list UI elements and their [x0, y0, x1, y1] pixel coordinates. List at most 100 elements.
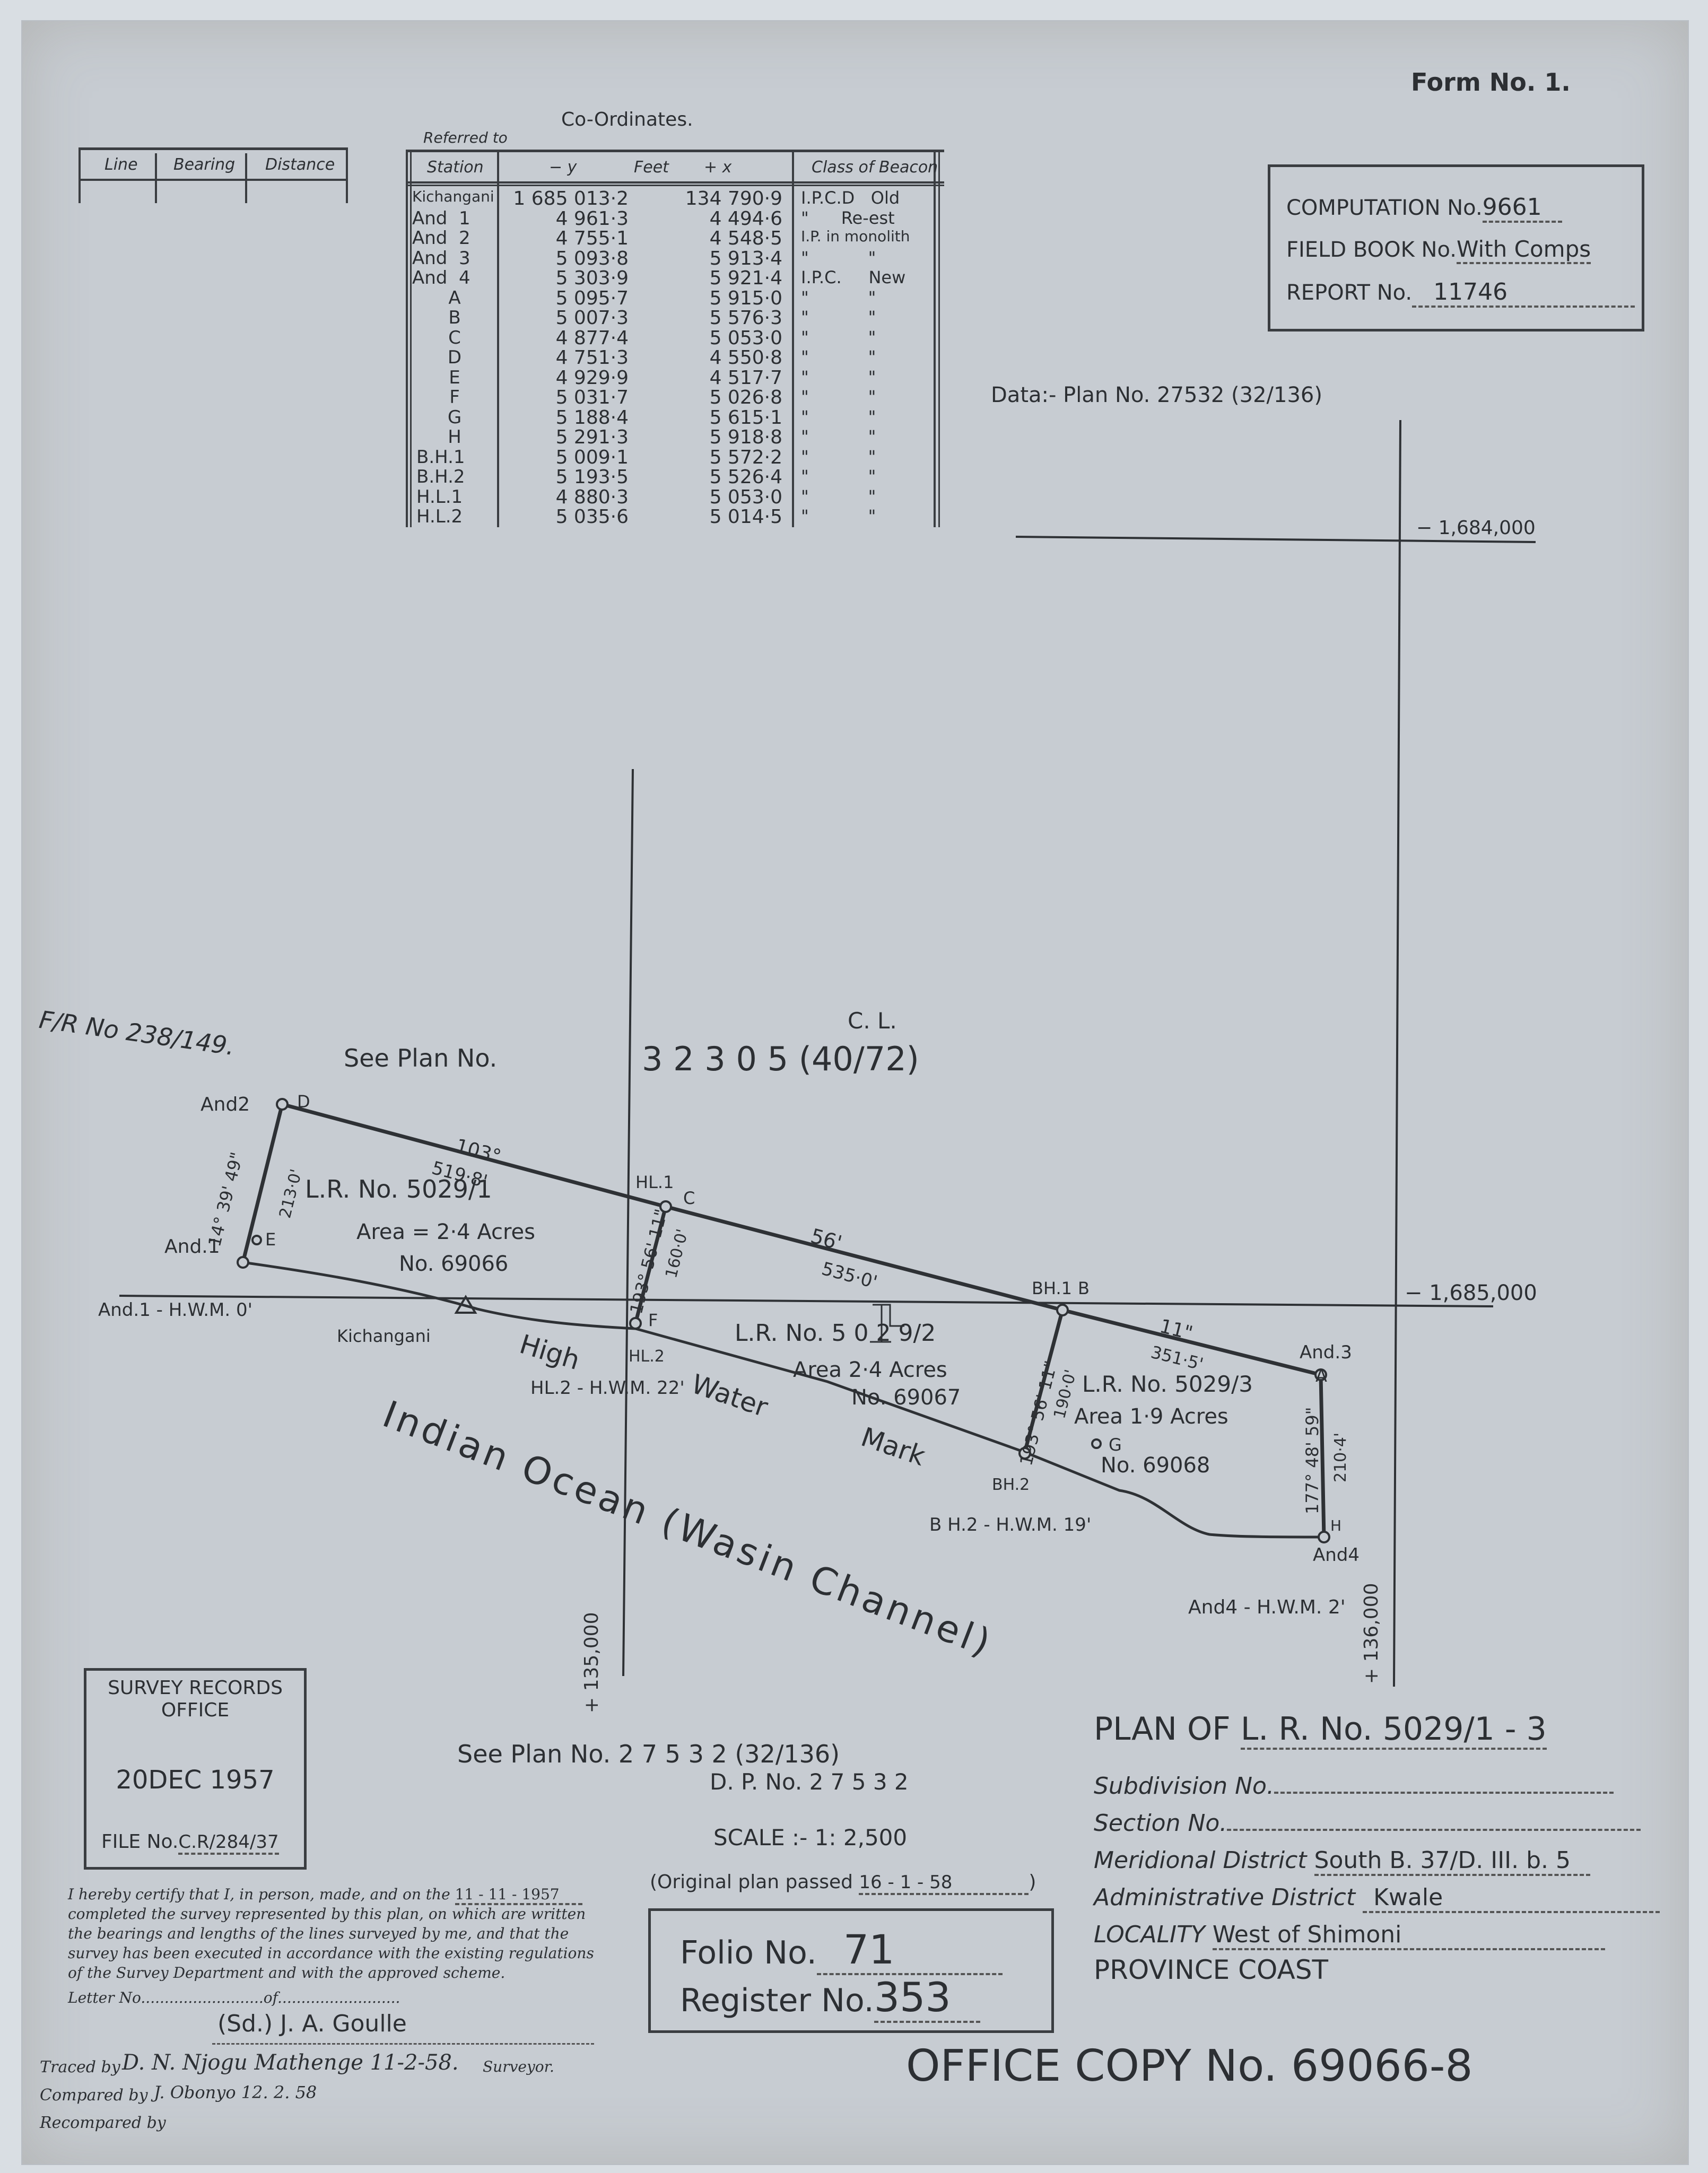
- label-a: A: [1315, 1366, 1327, 1386]
- coord-cell-beacon: " ": [801, 307, 876, 327]
- parcel1-number: No. 69066: [399, 1252, 509, 1276]
- coord-cell-beacon: " ": [801, 327, 876, 347]
- stamp-date: 20DEC 1957: [116, 1765, 275, 1795]
- coord-cell-y: 5 291·3: [555, 426, 629, 448]
- cert-text5: of the Survey Department and with the ap…: [68, 1964, 506, 1982]
- coord-cell-station: D: [447, 347, 462, 368]
- coord-cell-y: 5 193·5: [555, 466, 629, 488]
- locality-value: West of Shimoni: [1212, 1921, 1605, 1950]
- coord-cell-x: 5 526·4: [709, 466, 782, 488]
- meridional-value: South B. 37/D. III. b. 5: [1314, 1847, 1590, 1876]
- locality-label: LOCALITY: [1094, 1921, 1205, 1948]
- register-label: Register No.: [680, 1982, 874, 2019]
- coord-cell-x: 5 918·8: [709, 426, 782, 448]
- coord-cell-beacon: " ": [801, 287, 876, 308]
- coord-cell-y: 4 877·4: [555, 327, 629, 349]
- coordinates-table: Station − y Feet + x Class of Beacon Kic…: [406, 150, 944, 528]
- bh2-hwm: B H.2 - H.W.M. 19': [929, 1514, 1092, 1535]
- close-paren: ): [1029, 1871, 1036, 1893]
- coord-cell-station: B.H.2: [416, 466, 465, 487]
- parcel1-lr: L.R. No. 5029/1: [305, 1175, 492, 1203]
- label-e: E: [265, 1229, 276, 1250]
- see-plan-bottom: See Plan No. 2 7 5 3 2 (32/136): [457, 1740, 840, 1768]
- computation-label: COMPUTATION No.: [1286, 196, 1483, 220]
- parcel3-number: No. 69068: [1101, 1453, 1210, 1478]
- subdivision-label: Subdivision No.: [1094, 1773, 1274, 1800]
- grid-label-y2: − 1,685,000: [1405, 1281, 1537, 1305]
- coord-cell-station: H.L.1: [416, 486, 463, 508]
- kichangani-trig: [454, 1295, 477, 1314]
- coord-cell-x: 4 550·8: [709, 347, 782, 369]
- coord-cell-beacon: " ": [801, 406, 876, 427]
- section-label: Section No.: [1094, 1810, 1227, 1837]
- coord-header-feet: Feet: [634, 158, 669, 177]
- original-plan-date: 16 - 1 - 58: [859, 1872, 1029, 1895]
- coord-cell-y: 1 685 013·2: [513, 188, 629, 210]
- meridional-label: Meridional District: [1094, 1847, 1307, 1874]
- and1-hwm: And.1 - H.W.M. 0': [98, 1299, 252, 1321]
- coord-header-y: − y: [549, 158, 577, 177]
- label-and1: And.1: [164, 1236, 220, 1258]
- label-kichangani: Kichangani: [337, 1326, 431, 1346]
- cert-text3: the bearings and lengths of the lines su…: [68, 1925, 569, 1942]
- coord-cell-beacon: " ": [801, 446, 876, 467]
- coord-cell-x: 5 014·5: [709, 506, 782, 528]
- coord-cell-y: 5 009·1: [555, 446, 629, 468]
- station-e: [251, 1235, 262, 1245]
- grid-line-136000: [1393, 420, 1401, 1687]
- compared-by-label: Compared by: [40, 2086, 148, 2105]
- coord-cell-x: 5 572·2: [709, 446, 782, 468]
- label-h: H: [1330, 1517, 1342, 1534]
- grid-line-135000: [622, 769, 634, 1677]
- grid-label-x2: + 136,000: [1361, 1583, 1382, 1684]
- admin-district-label: Administrative District: [1094, 1884, 1356, 1911]
- parcel2-area: Area 2·4 Acres: [793, 1358, 947, 1382]
- coord-cell-station: F: [449, 387, 460, 408]
- coord-cell-station: C: [448, 327, 461, 348]
- coord-cell-x: 5 053·0: [709, 327, 782, 349]
- parcel1-area: Area = 2·4 Acres: [356, 1220, 535, 1244]
- computation-box: COMPUTATION No.9661 FIELD BOOK No.With C…: [1268, 164, 1644, 331]
- coord-cell-station: G: [447, 406, 462, 428]
- station-d: [276, 1098, 289, 1111]
- coord-cell-y: 4 751·3: [555, 347, 629, 369]
- coord-cell-x: 5 026·8: [709, 387, 782, 408]
- coord-cell-beacon: " ": [801, 426, 876, 447]
- coord-cell-station: H: [448, 426, 461, 448]
- coord-cell-beacon: " Re-est: [801, 207, 895, 228]
- traced-by-label: Traced by: [40, 2058, 120, 2076]
- dp-number: D. P. No. 2 7 5 3 2: [710, 1769, 909, 1795]
- computation-value: 9661: [1482, 194, 1562, 223]
- compared-by-value: J. Obonyo 12. 2. 58: [154, 2082, 317, 2102]
- surveyor-label: Surveyor.: [483, 2058, 554, 2075]
- coord-cell-x: 4 548·5: [709, 228, 782, 249]
- coord-cell-beacon: " ": [801, 247, 876, 268]
- admin-district-value: Kwale: [1363, 1884, 1660, 1913]
- station-c: [659, 1200, 672, 1213]
- coord-cell-station: And 2: [412, 228, 470, 249]
- stamp-line1: SURVEY RECORDS: [108, 1677, 283, 1699]
- folio-box: Folio No.71 Register No.353: [648, 1908, 1054, 2033]
- grid-line-1685000: [119, 1295, 1494, 1307]
- station-b: [1056, 1304, 1069, 1316]
- coord-row: C 4 877·4 5 053·0 " ": [406, 327, 936, 349]
- coord-row: H 5 291·3 5 918·8 " ": [406, 426, 936, 448]
- coord-row: B.H.2 5 193·5 5 526·4 " ": [406, 466, 936, 488]
- label-bh2: BH.2: [992, 1476, 1030, 1494]
- coordinates-title: Co-Ordinates.: [561, 109, 693, 130]
- data-plan: Data:- Plan No. 27532 (32/136): [991, 383, 1322, 407]
- paper: [21, 20, 1689, 2165]
- station-and1: [237, 1256, 249, 1269]
- label-and2: And2: [201, 1094, 250, 1115]
- coord-cell-beacon: " ": [801, 466, 876, 486]
- grid-label-x1: + 135,000: [581, 1612, 603, 1713]
